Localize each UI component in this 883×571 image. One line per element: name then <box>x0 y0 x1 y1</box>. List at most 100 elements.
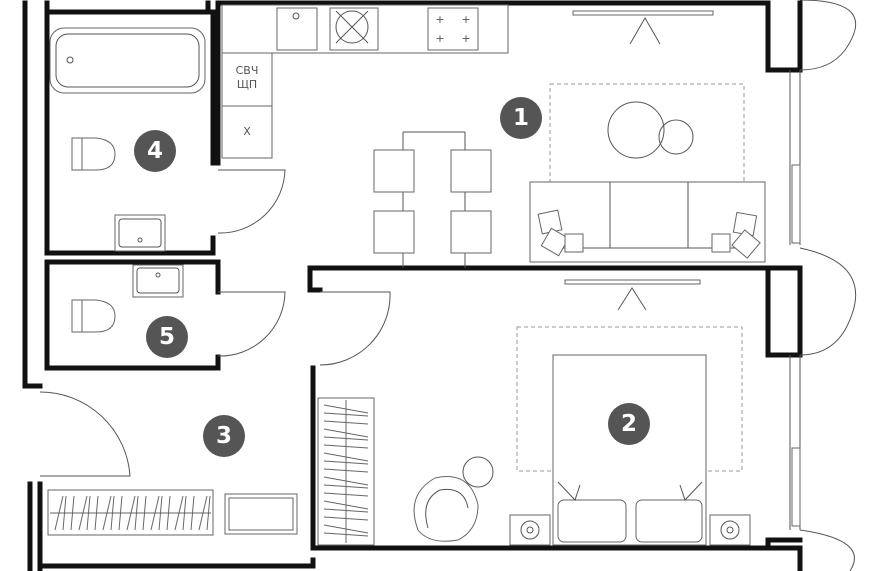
wall-room2-left <box>310 365 803 571</box>
electrical-panel <box>221 52 273 107</box>
cushion-5 <box>564 233 584 253</box>
room-badge-5: 5 <box>146 316 188 358</box>
tv-top <box>572 10 714 16</box>
balcony-arc-top <box>799 0 857 71</box>
shoe-bench-inner <box>228 497 294 531</box>
wall-bottom <box>37 557 316 569</box>
burner-icon-3: + <box>435 32 444 45</box>
kitchen: + + + + СВЧ ЩП X <box>221 4 714 159</box>
toilet-tank-5 <box>71 299 83 333</box>
coffee-table-large <box>607 101 665 159</box>
room-number-3: 3 <box>216 423 232 449</box>
lamp-right-inner <box>726 526 734 534</box>
balcony-arc-bottom <box>799 529 855 571</box>
room-badge-3: 3 <box>203 415 245 457</box>
wall-bath5 <box>44 259 221 371</box>
cushion-6 <box>711 233 731 253</box>
side-table-round <box>462 456 494 488</box>
bathtub-drain-icon <box>66 56 74 64</box>
window-sill-2 <box>791 447 801 527</box>
door-entrance[interactable] <box>39 391 131 477</box>
bathtub-inner <box>55 33 200 88</box>
balconies <box>799 0 857 571</box>
cabinet-mark: X <box>243 125 251 138</box>
room-badge-3-circle <box>203 415 245 457</box>
room-badge-1-circle <box>500 97 542 139</box>
balcony-arc-middle <box>799 247 857 356</box>
sink-4 <box>114 214 166 252</box>
room-number-2: 2 <box>621 411 637 437</box>
nightstand-left <box>509 514 551 546</box>
room-badge-4-circle <box>134 130 176 172</box>
tv-bedroom <box>564 279 701 285</box>
burner-icon-2: + <box>461 13 470 26</box>
chair-4 <box>450 210 492 254</box>
sink-4-bowl <box>118 218 162 248</box>
toilet-tank-4 <box>71 137 83 171</box>
door-bath5[interactable] <box>217 291 286 357</box>
nightstand-right <box>709 514 751 546</box>
burner-icon-1: + <box>435 13 444 26</box>
wall-left <box>22 0 43 389</box>
sink-4-drain-icon <box>137 237 143 243</box>
oven-circle-icon <box>335 10 369 44</box>
toilet-5 <box>81 299 116 333</box>
cooktop <box>427 7 479 51</box>
sink-drain-icon <box>292 12 300 20</box>
wall-bath5-top <box>44 259 221 295</box>
pillow-left <box>557 499 627 543</box>
sink-5 <box>132 264 184 298</box>
blanket-fold-right <box>679 481 703 501</box>
bathtub <box>49 27 206 94</box>
chair-1 <box>373 149 415 193</box>
wall-top-main <box>215 0 803 163</box>
door-room2[interactable] <box>319 291 391 366</box>
room-badge-2: 2 <box>608 403 650 445</box>
tv-top-stand <box>629 16 661 45</box>
fridge-cabinet <box>221 105 273 159</box>
sink-5-bowl <box>136 267 180 294</box>
cushion-4 <box>731 229 761 259</box>
rug-bedroom <box>516 326 743 472</box>
oven-line-2 <box>335 10 369 44</box>
armchair-seat <box>425 488 469 529</box>
blanket-fold-left <box>557 481 581 501</box>
coffee-table-small <box>658 119 694 155</box>
armchair <box>413 476 479 542</box>
pillow-right <box>635 499 703 543</box>
sink-5-drain-icon <box>155 272 161 278</box>
room-number-5: 5 <box>159 324 175 350</box>
wardrobe-hall-hanging-lines <box>50 495 211 531</box>
kitchen-sink <box>276 7 318 51</box>
room-badge-4: 4 <box>134 130 176 172</box>
wall-top-left <box>44 0 211 15</box>
window-sill-1 <box>791 164 801 244</box>
toilet-4 <box>81 137 116 171</box>
chair-3 <box>373 210 415 254</box>
burner-icon-4: + <box>461 32 470 45</box>
wall-bath4 <box>44 9 216 256</box>
lamp-right-icon <box>720 520 740 540</box>
panel-label-line1: СВЧ <box>236 64 259 77</box>
room-badge-5-circle <box>146 316 188 358</box>
room-number-1: 1 <box>513 105 529 131</box>
bathroom-5 <box>71 264 184 333</box>
tv-bedroom-stand <box>617 287 647 311</box>
panel-label-line2: ЩП <box>237 78 257 91</box>
wall-bath4-right <box>210 9 221 166</box>
room-number-4: 4 <box>147 138 163 164</box>
bathroom-4 <box>49 27 206 252</box>
room-badge-2-circle <box>608 403 650 445</box>
wall-room2-bottom-right <box>765 537 803 551</box>
wall-partition-1-2 <box>307 265 803 358</box>
doors[interactable] <box>39 169 391 477</box>
bedroom <box>317 279 751 546</box>
wardrobe-bedroom-hanging-lines <box>323 400 369 543</box>
room-badge-1: 1 <box>500 97 542 139</box>
door-bath4[interactable] <box>217 169 286 234</box>
walls <box>22 0 803 571</box>
cushion-2 <box>540 227 570 257</box>
lamp-left-icon <box>520 520 540 540</box>
dining-set <box>373 131 492 268</box>
